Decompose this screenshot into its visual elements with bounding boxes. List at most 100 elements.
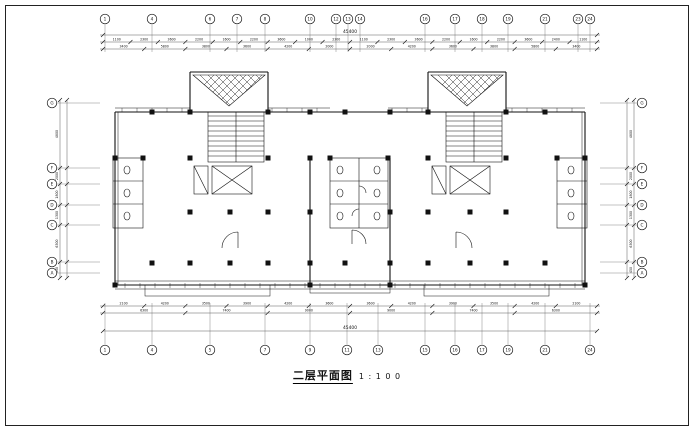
axis-label: 13 [375, 348, 381, 353]
dim-text: 1000 [305, 38, 313, 42]
axis-label: 7 [264, 348, 267, 353]
column [387, 260, 393, 266]
axis-label: 13 [345, 17, 351, 22]
dim-text: 3500 [202, 302, 210, 306]
dim-text: 2000 [367, 45, 375, 49]
column [425, 109, 431, 115]
column [467, 209, 473, 215]
dim-text: 4200 [284, 302, 292, 306]
dim-text: 3600 [367, 302, 375, 306]
dim-text: 9000 [387, 309, 395, 313]
axis-bubble [636, 256, 648, 268]
axis-label: B [51, 260, 54, 265]
dim-text: 4800 [629, 130, 633, 138]
axis-label: 19 [505, 348, 511, 353]
dim-text: 9000 [305, 309, 313, 313]
dim-text: 3600 [449, 45, 457, 49]
axis-bubble [146, 344, 158, 356]
dim-text: 2400 [552, 38, 560, 42]
axis-bubble [419, 344, 431, 356]
column [112, 155, 118, 161]
axis-bubble [372, 344, 384, 356]
axis-label: 11 [344, 348, 350, 353]
sheet-border [5, 5, 689, 426]
axis-label: F [51, 166, 54, 171]
column [227, 260, 233, 266]
dim-text: 3900 [243, 302, 251, 306]
column [112, 282, 118, 288]
column [554, 155, 560, 161]
axis-label: G [50, 101, 53, 106]
dimension-lines [59, 34, 635, 332]
axis-bubble [419, 13, 431, 25]
dim-text: 5800 [531, 45, 539, 49]
axis-bubble [449, 344, 461, 356]
axis-bubble [572, 13, 584, 25]
dim-text: 1300 [629, 211, 633, 219]
axis-bubble [146, 13, 158, 25]
axis-bubble [46, 178, 58, 190]
axis-bubble [502, 13, 514, 25]
column [542, 260, 548, 266]
dim-text: 1300 [55, 211, 59, 219]
window-bands [115, 107, 585, 290]
stair-treads [208, 112, 264, 162]
column [582, 155, 588, 161]
axis-bubble [636, 162, 648, 174]
column [425, 209, 431, 215]
axis-label: 24 [587, 17, 593, 22]
axis-label: 8 [264, 17, 267, 22]
column [542, 109, 548, 115]
dim-text: 3600 [325, 302, 333, 306]
axis-bubble [46, 256, 58, 268]
axis-bubble [204, 13, 216, 25]
axis-label: 10 [307, 17, 313, 22]
column [265, 209, 271, 215]
axis-label: 5 [209, 348, 212, 353]
axis-bubble [636, 178, 648, 190]
dim-text: 6300 [629, 239, 633, 247]
column [307, 260, 313, 266]
axis-bubble [539, 13, 551, 25]
dim-text: 3600 [524, 38, 532, 42]
dim-text: 1800 [55, 190, 59, 198]
axis-label: 15 [422, 348, 428, 353]
column [387, 209, 393, 215]
column [307, 209, 313, 215]
axis-label: 19 [505, 17, 511, 22]
column [342, 109, 348, 115]
axis-label: 7 [236, 17, 239, 22]
axis-bubble [46, 267, 58, 279]
axis-bubble [476, 13, 488, 25]
axis-bubble [46, 97, 58, 109]
axis-label: B [641, 260, 644, 265]
dim-text: 3600 [168, 38, 176, 42]
column [265, 260, 271, 266]
axis-bubble [354, 13, 366, 25]
axis-label: 1 [104, 348, 107, 353]
axis-bubble [502, 344, 514, 356]
axis-bubble [584, 13, 596, 25]
dim-text: 3800 [490, 45, 498, 49]
axis-label: E [641, 182, 644, 187]
column [265, 109, 271, 115]
column [307, 155, 313, 161]
axis-label: 17 [479, 348, 485, 353]
window-ticks [121, 108, 576, 288]
column [140, 155, 146, 161]
dim-text: 2200 [442, 38, 450, 42]
axis-bubble [636, 199, 648, 211]
axis-label: 23 [575, 17, 581, 22]
dim-text: 2200 [195, 38, 203, 42]
dim-text: 2300 [140, 38, 148, 42]
column [187, 109, 193, 115]
axis-label: 21 [542, 348, 548, 353]
left-bathroom-block [112, 157, 144, 229]
